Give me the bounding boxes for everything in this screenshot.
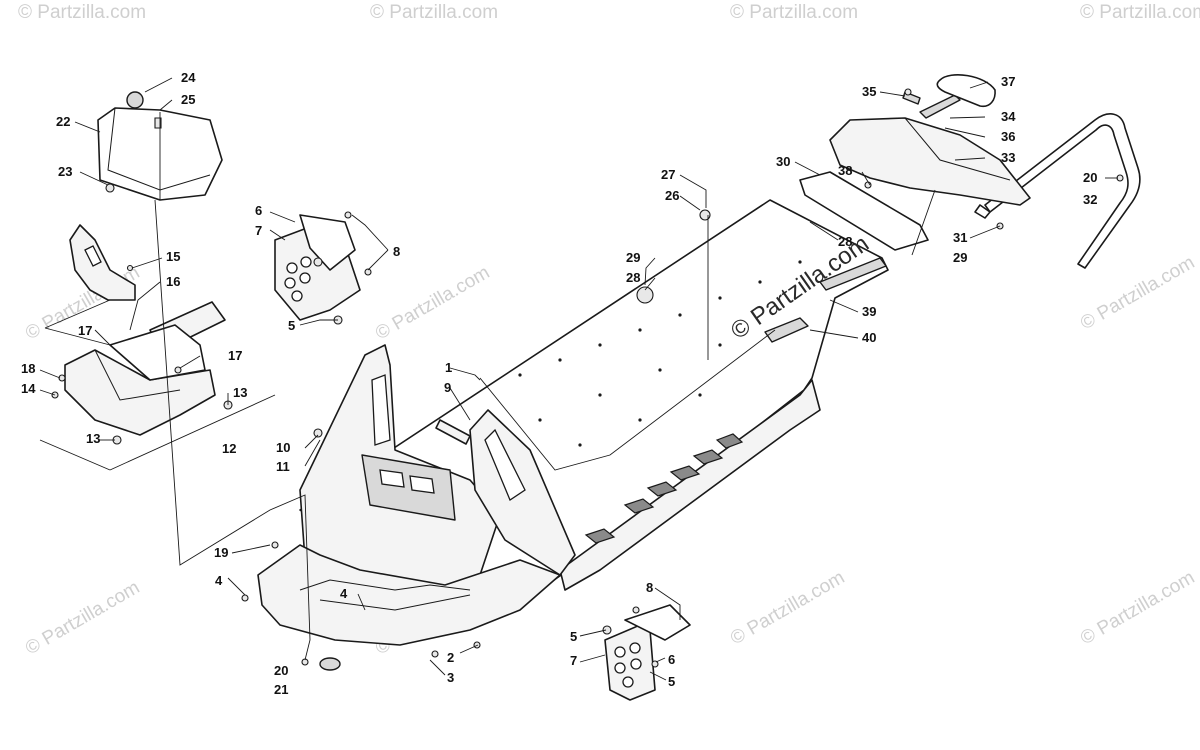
bulkhead-window: [371, 374, 391, 446]
knob: [126, 91, 144, 109]
rear-deck-plate: [764, 317, 809, 343]
callout-38: 38: [838, 163, 852, 178]
callout-23: 23: [58, 164, 72, 179]
callout-11: 11: [276, 459, 290, 474]
callout-3: 3: [447, 670, 454, 685]
callout-17: 17: [228, 348, 242, 363]
callout-15: 15: [166, 249, 180, 264]
callout-20: 20: [274, 663, 288, 678]
gusset-cover: [624, 604, 691, 641]
callout-24: 24: [181, 70, 196, 85]
callout-14: 14: [21, 381, 36, 396]
watermark: © Partzilla.com: [18, 2, 146, 23]
callout-22: 22: [56, 114, 70, 129]
callout-26: 26: [665, 188, 679, 203]
callout-27: 27: [661, 167, 675, 182]
gusset-plate-lower: [604, 604, 691, 701]
callout-40: 40: [862, 330, 876, 345]
leader-lines: [39, 77, 1118, 681]
callout-2: 2: [447, 650, 454, 665]
callout-29: 29: [953, 250, 967, 265]
gusset-cover: [299, 214, 356, 271]
callout-5: 5: [668, 674, 675, 689]
gusset-plate-upper: [274, 214, 361, 321]
callout-8: 8: [393, 244, 400, 259]
grab-strap: [919, 94, 961, 119]
callout-16: 16: [166, 274, 180, 289]
callout-9: 9: [444, 380, 451, 395]
grommet: [319, 657, 341, 671]
callout-37: 37: [1001, 74, 1015, 89]
tower-window: [484, 428, 526, 501]
steering-bracket-lower: [64, 349, 216, 436]
callout-6: 6: [255, 203, 262, 218]
callout-20: 20: [1083, 170, 1097, 185]
callout-6: 6: [668, 652, 675, 667]
chassis-assembly: [257, 199, 889, 671]
callout-28: 28: [838, 234, 852, 249]
watermark: © Partzilla.com: [372, 262, 493, 344]
watermark: © Partzilla.com: [727, 567, 848, 649]
watermark: © Partzilla.com: [1077, 567, 1198, 649]
running-board: [559, 379, 821, 591]
callout-8: 8: [646, 580, 653, 595]
storage-bag: [829, 117, 1031, 206]
callout-29: 29: [626, 250, 640, 265]
callout-13: 13: [86, 431, 100, 446]
callout-17: 17: [78, 323, 92, 338]
callout-36: 36: [1001, 129, 1015, 144]
callout-19: 19: [214, 545, 228, 560]
callout-12: 12: [222, 441, 236, 456]
sub-assembly-outline: [39, 299, 276, 471]
watermark: © Partzilla.com: [370, 2, 498, 23]
steering-support-assembly: [39, 224, 276, 471]
callout-13: 13: [233, 385, 247, 400]
callout-34: 34: [1001, 109, 1016, 124]
callout-33: 33: [1001, 150, 1015, 165]
watermark: © Partzilla.com: [22, 577, 143, 659]
callout-labels: 1 2 3 4 4 5 5 5 6 6 7 7 8 8 9 10 11 12 1…: [21, 70, 1097, 697]
callout-31: 31: [953, 230, 967, 245]
callout-21: 21: [274, 682, 288, 697]
watermark: © Partzilla.com: [730, 2, 858, 23]
rear-seat-assembly: [799, 74, 1031, 251]
callout-5: 5: [570, 629, 577, 644]
seat-base-plate: [799, 171, 929, 251]
rivets: [518, 260, 802, 447]
watermark: © Partzilla.com: [1080, 2, 1200, 23]
steering-bracket-upper: [69, 224, 136, 301]
callout-4: 4: [340, 586, 348, 601]
callout-5: 5: [288, 318, 295, 333]
callout-25: 25: [181, 92, 195, 107]
watermark: © Partzilla.com: [1077, 252, 1198, 334]
gusset-plate: [604, 624, 656, 701]
grab-handle: [936, 74, 996, 108]
callout-7: 7: [570, 653, 577, 668]
side-decal: [819, 257, 887, 291]
callout-4: 4: [215, 573, 223, 588]
callout-35: 35: [862, 84, 876, 99]
callout-7: 7: [255, 223, 262, 238]
callout-32: 32: [1083, 192, 1097, 207]
footrest-cutouts: [584, 433, 744, 544]
callout-1: 1: [445, 360, 452, 375]
callout-39: 39: [862, 304, 876, 319]
callout-18: 18: [21, 361, 35, 376]
cross-tube: [435, 419, 471, 445]
callout-30: 30: [776, 154, 790, 169]
belly-pan: [257, 544, 561, 646]
callout-28: 28: [626, 270, 640, 285]
callout-10: 10: [276, 440, 290, 455]
